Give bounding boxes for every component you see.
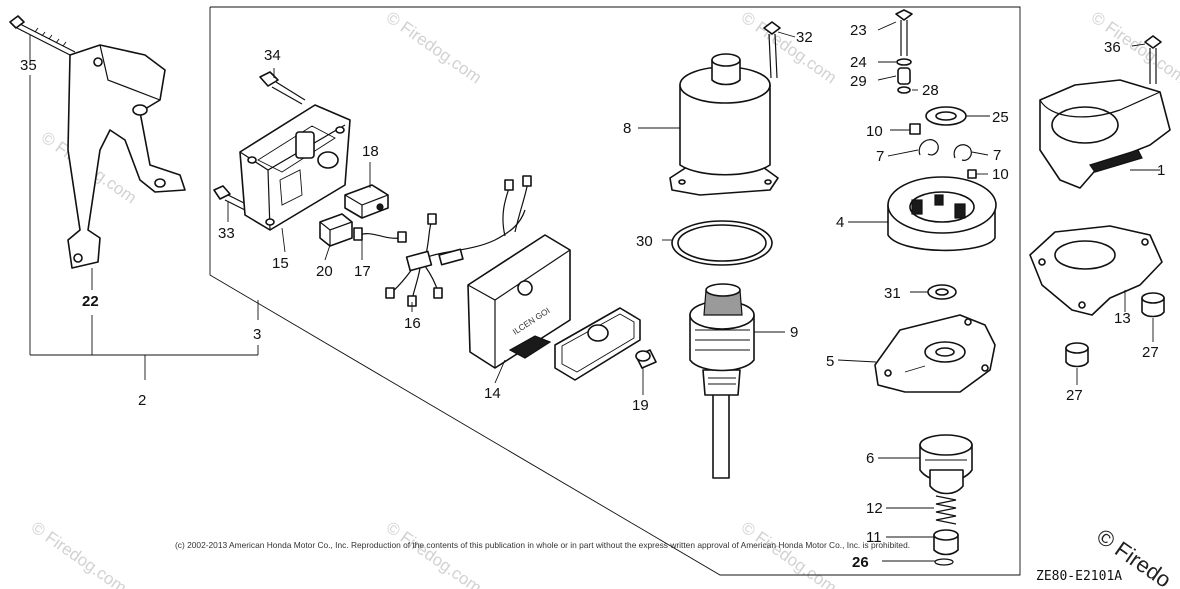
clip-26	[934, 558, 954, 566]
pinion-6	[919, 434, 973, 495]
label-26: 26	[852, 554, 869, 571]
bolt-33	[213, 185, 251, 212]
label-29: 29	[850, 73, 867, 90]
bolt-36	[1144, 35, 1162, 84]
gasket-plate	[554, 307, 641, 381]
label-13: 13	[1114, 310, 1131, 327]
bushing-27b	[1065, 342, 1089, 368]
label-33: 33	[218, 225, 235, 242]
bolt-35	[9, 15, 76, 57]
watermark-1: © Firedog.com	[383, 8, 485, 88]
label-36: 36	[1104, 39, 1121, 56]
oring-30	[671, 220, 773, 266]
label-16: 16	[404, 315, 421, 332]
plate-13	[1029, 225, 1163, 316]
label-4: 4	[836, 214, 844, 231]
grommet-19	[635, 349, 657, 369]
end-plate-5	[874, 314, 996, 393]
wire-17	[353, 227, 407, 243]
bracket-22	[67, 44, 186, 269]
label-27b: 27	[1066, 387, 1083, 404]
copyright-notice: (c) 2002-2013 American Honda Motor Co., …	[175, 540, 910, 550]
label-30: 30	[636, 233, 653, 250]
label-1: 1	[1157, 162, 1165, 179]
label-31: 31	[884, 285, 901, 302]
label-6: 6	[866, 450, 874, 467]
wire-harness-16	[385, 175, 532, 307]
brush-set	[909, 123, 977, 179]
label-35: 35	[20, 57, 37, 74]
stop-collar-11	[933, 529, 959, 556]
bolt-23	[895, 9, 913, 56]
spacer-29	[897, 67, 911, 85]
control-unit-14: ILCEN GOI	[467, 234, 571, 369]
bolt-32	[763, 21, 781, 79]
leader-lines	[29, 21, 1160, 562]
brush-holder-4	[887, 176, 997, 252]
label-7a: 7	[876, 148, 884, 165]
brush-10a	[909, 123, 921, 135]
label-20: 20	[316, 263, 333, 280]
label-25: 25	[992, 109, 1009, 126]
label-15: 15	[272, 255, 289, 272]
label-8: 8	[623, 120, 631, 137]
diagram-code: ZE80-E2101A	[1036, 569, 1122, 584]
label-34: 34	[264, 47, 281, 64]
group-bracket-lines	[29, 75, 259, 380]
seal-25	[925, 106, 967, 126]
watermark-5: © Firedog.com	[383, 518, 485, 589]
label-11: 11	[866, 529, 882, 546]
washer-24	[896, 58, 912, 66]
assembly-boundary	[209, 6, 1021, 576]
label-14: 14	[484, 385, 501, 402]
label-3: 3	[253, 326, 261, 343]
label-18: 18	[362, 143, 379, 160]
label-28: 28	[922, 82, 939, 99]
bearing-31	[927, 284, 957, 300]
label-12: 12	[866, 500, 883, 517]
control-box-15	[239, 104, 351, 231]
armature-9	[689, 283, 755, 479]
label-17: 17	[354, 263, 371, 280]
label-22: 22	[82, 293, 99, 310]
part-labels: 1 2 3 4 5 6 7 7 8 9 10 10 11 12 13 14 15…	[20, 22, 1165, 571]
motor-housing-8	[669, 53, 779, 196]
label-5: 5	[826, 353, 834, 370]
watermark-4: © Firedog.com	[28, 518, 130, 589]
label-9: 9	[790, 324, 798, 341]
bushing-27a	[1141, 292, 1165, 318]
spring-7a	[918, 139, 939, 156]
bolt-34	[259, 71, 306, 105]
cover-1	[1039, 79, 1171, 189]
watermark-6: © Firedog.com	[738, 518, 840, 589]
spring-12	[935, 495, 957, 525]
label-7b: 7	[993, 147, 1001, 164]
label-27a: 27	[1142, 344, 1159, 361]
spring-7b	[953, 144, 972, 161]
watermarks: © Firedog.com © Firedog.com © Firedog.co…	[28, 8, 1180, 589]
watermark-3: © Firedog.com	[1088, 8, 1180, 88]
label-10b: 10	[992, 166, 1009, 183]
washer-28	[897, 86, 911, 94]
connector-20	[319, 213, 353, 247]
label-23: 23	[850, 22, 867, 39]
brush-10b	[967, 169, 977, 179]
label-19: 19	[632, 397, 649, 414]
label-10a: 10	[866, 123, 883, 140]
label-32: 32	[796, 29, 813, 46]
relay-18	[344, 184, 389, 219]
label-2: 2	[138, 392, 146, 409]
label-24: 24	[850, 54, 867, 71]
